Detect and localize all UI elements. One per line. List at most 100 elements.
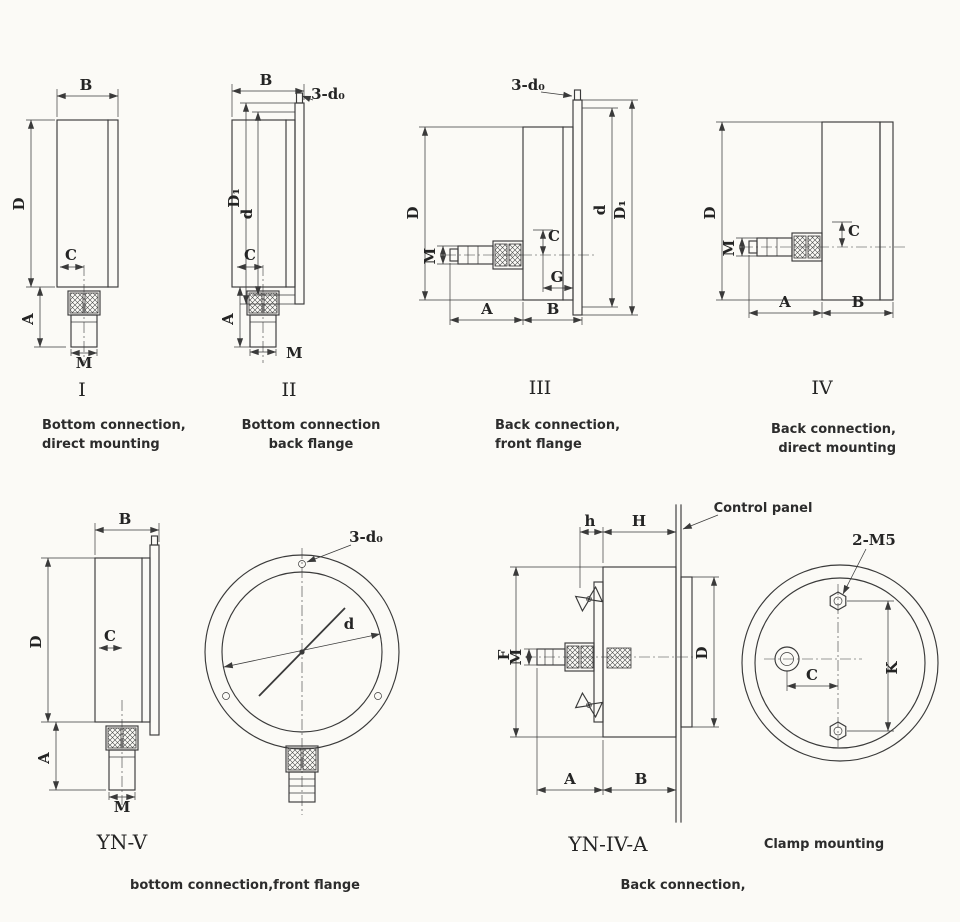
gauge-case-side-view <box>525 566 700 738</box>
dim-label-C: C <box>104 627 116 645</box>
dim-label-B: B <box>260 71 273 89</box>
dimension-A: A <box>748 255 823 318</box>
diagram-ynv-side: B C D A M YN-V bottom connection,front f… <box>27 510 360 893</box>
dim-label-G: G <box>551 268 564 286</box>
dimension-C: C <box>98 627 123 652</box>
gauge-case-side-view <box>94 535 160 805</box>
dimension-M: M <box>720 237 757 257</box>
dim-label-D: D <box>27 635 45 648</box>
gauge-case-side-view <box>445 89 595 316</box>
clamp-wing-nut-top <box>574 585 604 613</box>
diagram-caption-line2: direct mounting <box>42 437 160 452</box>
dimension-B: B <box>821 293 894 318</box>
dim-label-3d0: 3-d₀ <box>349 528 383 546</box>
dim-label-B: B <box>852 293 865 311</box>
dim-label-H: H <box>632 512 646 530</box>
dimension-C: C <box>236 246 264 271</box>
dimension-B: B <box>56 76 119 117</box>
dimension-D1: D₁ <box>225 102 295 305</box>
flange-holes-callout: 3-d₀ <box>301 85 345 103</box>
dimension-H: H <box>602 512 677 563</box>
dimension-K: K <box>847 600 901 732</box>
dim-label-3d0: 3-d₀ <box>511 76 545 94</box>
dimension-d: d <box>223 615 381 669</box>
dimension-A: A <box>35 721 106 791</box>
gauge-front-view: d 3-d₀ <box>204 528 400 815</box>
dimension-A: A <box>219 286 250 348</box>
dim-label-B: B <box>547 300 560 318</box>
dim-label-C: C <box>548 227 560 245</box>
dim-label-A: A <box>480 300 493 318</box>
dimension-C: C <box>786 666 839 691</box>
dim-label-C: C <box>65 246 77 264</box>
diagram-numeral: I <box>78 379 86 401</box>
dim-label-M: M <box>507 649 525 666</box>
dim-label-2M5: 2-M5 <box>852 531 896 549</box>
diagram-yniva-side: Control panel h <box>495 501 812 893</box>
model-label-yniva: YN-IV-A <box>567 832 648 856</box>
dim-label-F: F <box>495 649 513 660</box>
dim-label-D: D <box>693 646 711 659</box>
diagram-caption-line1: Back connection, <box>495 418 620 433</box>
diagram-iii: 3-d₀ D M C G A <box>404 76 638 452</box>
diagram-i: B D C A M I Bottom connection, direct mo… <box>10 76 186 452</box>
dim-label-M: M <box>76 354 93 372</box>
dim-label-d: d <box>591 204 609 215</box>
dim-label-M: M <box>421 248 439 265</box>
dim-label-C: C <box>244 246 256 264</box>
gauge-case-side-view <box>231 92 305 363</box>
dimension-D: D <box>692 576 719 728</box>
clamp-caption: Clamp mounting <box>764 837 884 852</box>
dimension-C: C <box>832 221 860 248</box>
dim-label-d: d <box>238 208 256 219</box>
diagram-caption-line1: Bottom connection <box>242 418 381 433</box>
dimension-D: D <box>404 126 523 301</box>
flange-holes-callout: 3-d₀ <box>511 76 573 98</box>
dim-label-D: D <box>701 206 719 219</box>
diagram-numeral: II <box>281 379 296 401</box>
control-panel-callout: Control panel <box>682 501 812 530</box>
dim-label-A: A <box>563 770 576 788</box>
yniva-caption: Back connection, <box>620 878 745 893</box>
dimension-h: h <box>579 512 604 588</box>
dim-label-d: d <box>344 615 355 633</box>
screws-callout: 2-M5 <box>842 531 896 595</box>
dim-label-A: A <box>35 752 53 765</box>
control-panel <box>675 504 682 823</box>
dim-label-B: B <box>635 770 648 788</box>
dim-label-C: C <box>806 666 818 684</box>
dim-label-h: h <box>585 512 596 530</box>
dimension-B: B <box>231 71 305 117</box>
dimension-G: G <box>542 255 574 292</box>
diagram-caption-line2: front flange <box>495 437 582 452</box>
diagram-numeral: III <box>529 377 552 399</box>
dimension-B: B <box>602 770 677 794</box>
model-label-ynv: YN-V <box>96 830 148 854</box>
diagram-numeral: IV <box>811 377 833 399</box>
dim-label-D1: D₁ <box>611 200 629 220</box>
dim-label-M: M <box>286 344 303 362</box>
dimension-M: M <box>108 792 136 816</box>
clamp-bolt-top <box>829 591 847 611</box>
dim-label-D: D <box>10 197 28 210</box>
dimension-B: B <box>522 300 583 325</box>
dimension-M: M <box>421 245 458 265</box>
ynv-caption: bottom connection,front flange <box>130 878 360 893</box>
bottom-connection <box>285 745 319 803</box>
diagram-caption-line1: Back connection, <box>771 422 896 437</box>
dim-label-M: M <box>720 240 738 257</box>
dimension-D: D <box>27 557 95 723</box>
dimension-A: A <box>536 668 604 795</box>
dimension-M: M <box>70 349 98 372</box>
gauge-case-side-view <box>56 119 119 363</box>
flange-hole-left <box>222 692 230 700</box>
diagram-caption-line1: Bottom connection, <box>42 418 186 433</box>
diagram-caption-line2: back flange <box>269 437 354 452</box>
dim-label-C: C <box>848 222 860 240</box>
dimension-D: D <box>10 119 55 288</box>
dimension-M: M <box>507 648 537 666</box>
clamp-mounting-front-view: 2-M5 K C Clamp mounting <box>741 531 939 852</box>
flange-hole-right <box>374 692 382 700</box>
clamp-wing-nut-bottom <box>574 691 604 719</box>
